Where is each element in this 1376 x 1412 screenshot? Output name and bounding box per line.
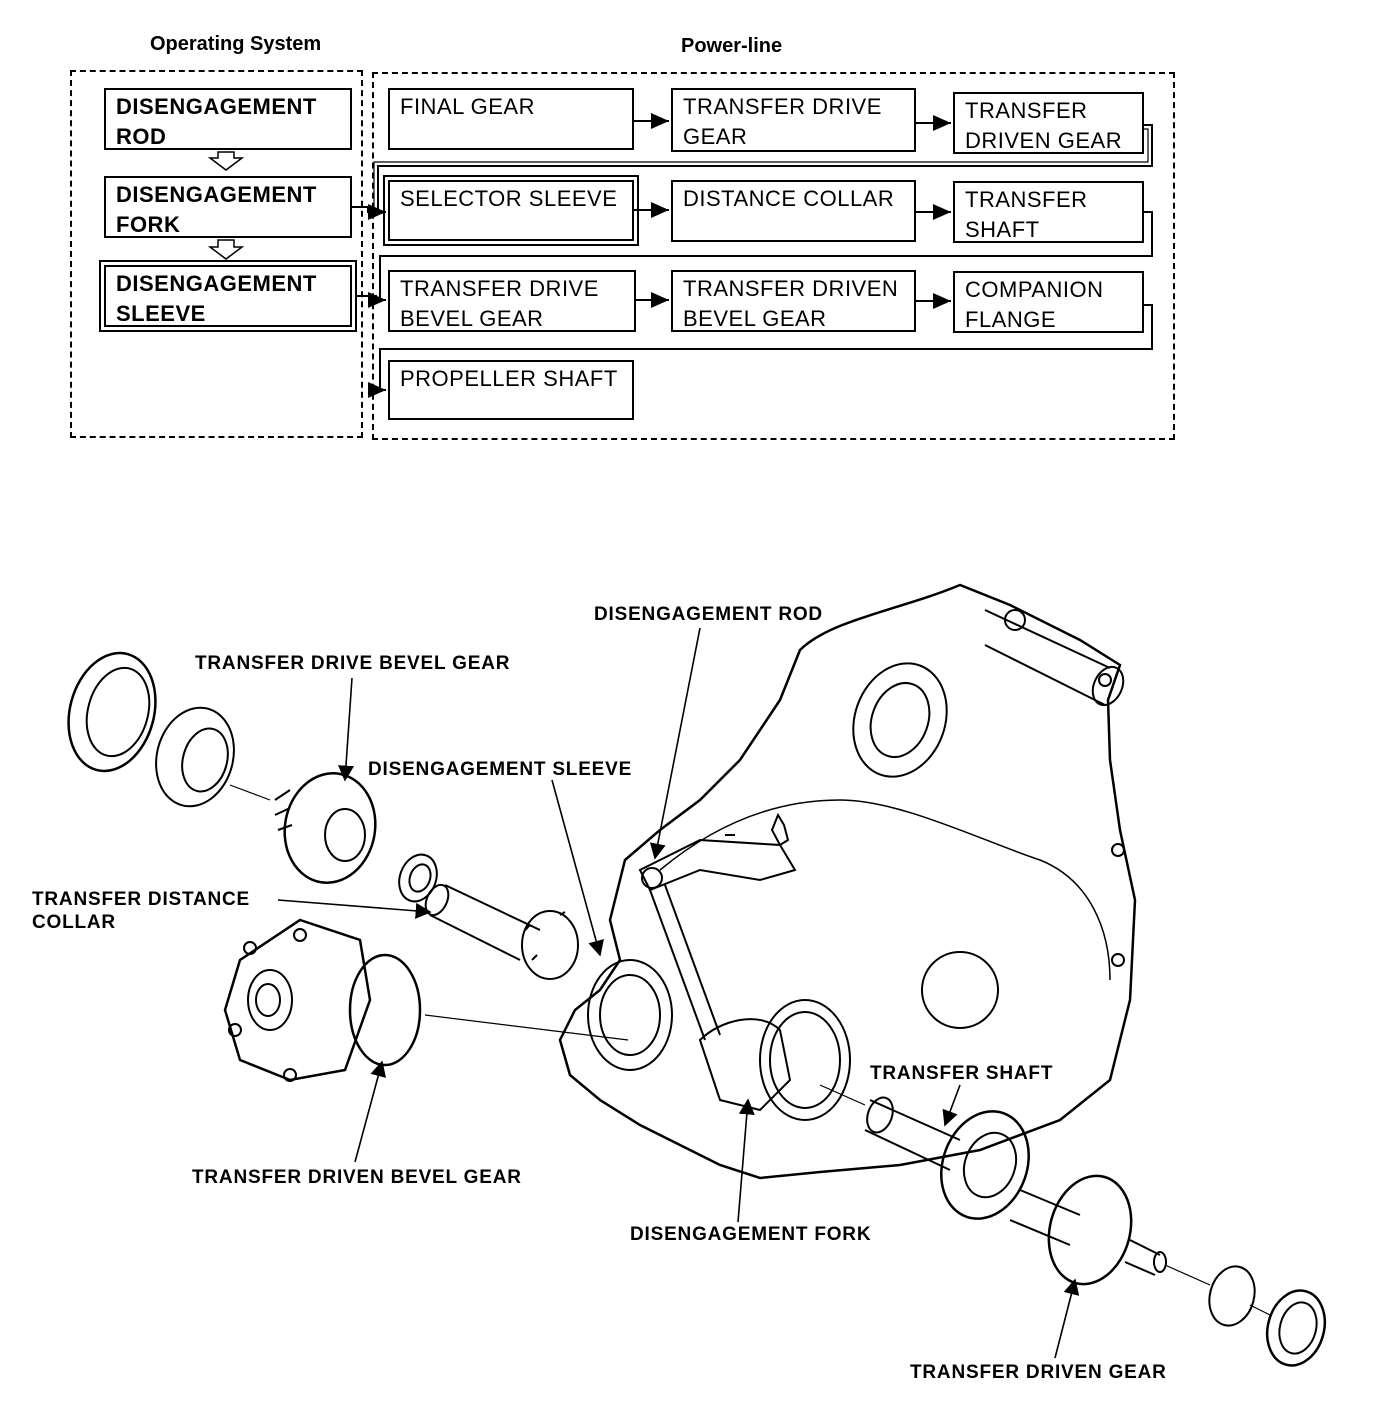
wrap-row3-row4 [368, 304, 1153, 398]
hollow-arrow-rod-fork [207, 151, 245, 171]
callout-disengagement-rod: DISENGAGEMENT ROD [594, 604, 823, 625]
selector-sleeve [587, 959, 673, 1071]
distance-collar [429, 884, 541, 961]
shaft-bearing [940, 1110, 1030, 1220]
pl-step-final-gear: FINAL GEAR [388, 88, 634, 150]
bearing-cup-left [67, 651, 157, 773]
op-step-disengagement-sleeve: DISENGAGEMENT SLEEVE [104, 265, 352, 327]
op-step-disengagement-rod: DISENGAGEMENT ROD [104, 88, 352, 150]
wrap-row2-row3 [379, 211, 1153, 300]
drive-bevel-gear [283, 772, 377, 884]
companion-flange [223, 918, 372, 1082]
disengagement-fork-part [698, 1018, 792, 1112]
leader-transfer-distance-collar [277, 899, 432, 919]
arrow-sleeve-to-bevel [356, 292, 386, 308]
operating-system-group [70, 70, 363, 438]
housing-opening-upper [852, 662, 948, 778]
pl-step-distance-collar: DISTANCE COLLAR [671, 180, 916, 242]
leader-transfer-shaft [942, 1084, 961, 1127]
pl-step-transfer-drive-bevel-gear: TRANSFER DRIVE BEVEL GEAR [388, 270, 636, 332]
callout-disengagement-fork: DISENGAGEMENT FORK [630, 1224, 872, 1245]
pl-step-transfer-driven-bevel-gear: TRANSFER DRIVEN BEVEL GEAR [671, 270, 916, 332]
bearing-cup-right [1265, 1289, 1327, 1367]
disengagement-rod-part [638, 838, 797, 892]
leader-disengagement-sleeve [551, 779, 604, 957]
transmission-housing [558, 583, 1137, 1180]
transfer-shaft-part [864, 1099, 961, 1171]
pl-step-transfer-shaft: TRANSFER SHAFT [953, 181, 1144, 243]
washer [398, 853, 438, 903]
flowchart-connectors [207, 113, 1153, 398]
callout-transfer-driven-bevel-gear: TRANSFER DRIVEN BEVEL GEAR [192, 1167, 522, 1188]
callout-disengagement-sleeve: DISENGAGEMENT SLEEVE [368, 759, 633, 780]
callout-transfer-shaft: TRANSFER SHAFT [870, 1063, 1054, 1084]
driven-gear-part [1047, 1174, 1133, 1286]
arrow-fork-to-selector [352, 204, 386, 220]
pl-step-companion-flange: COMPANION FLANGE [953, 271, 1144, 333]
pl-step-propeller-shaft: PROPELLER SHAFT [388, 360, 634, 420]
callout-transfer-distance-collar: TRANSFER DISTANCE COLLAR [32, 889, 251, 933]
wrap-row1-row2 [377, 124, 1153, 212]
leader-disengagement-fork [737, 1098, 755, 1223]
tapered-bearing-right [1208, 1265, 1256, 1327]
tapered-bearing-left [155, 706, 235, 808]
driven-bevel-gear [348, 953, 422, 1067]
operating-system-header: Operating System [150, 33, 322, 55]
callout-transfer-driven-gear: TRANSFER DRIVEN GEAR [910, 1362, 1167, 1383]
leader-transfer-driven-bevel-gear [354, 1060, 386, 1163]
pl-step-transfer-drive-gear: TRANSFER DRIVE GEAR [671, 88, 916, 152]
pl-step-selector-sleeve: SELECTOR SLEEVE [388, 180, 634, 241]
power-line-group [372, 72, 1175, 440]
leader-transfer-driven-gear [1054, 1278, 1080, 1359]
pl-step-transfer-driven-gear: TRANSFER DRIVEN GEAR [953, 92, 1144, 154]
callout-transfer-drive-bevel-gear: TRANSFER DRIVE BEVEL GEAR [195, 653, 511, 674]
hollow-arrow-fork-sleeve [207, 239, 245, 260]
leader-transfer-drive-bevel-gear [338, 677, 354, 782]
power-line-header: Power-line [681, 35, 783, 57]
op-step-disengagement-fork: DISENGAGEMENT FORK [104, 176, 352, 238]
case-bore [759, 999, 851, 1121]
leader-disengagement-rod [649, 627, 701, 860]
